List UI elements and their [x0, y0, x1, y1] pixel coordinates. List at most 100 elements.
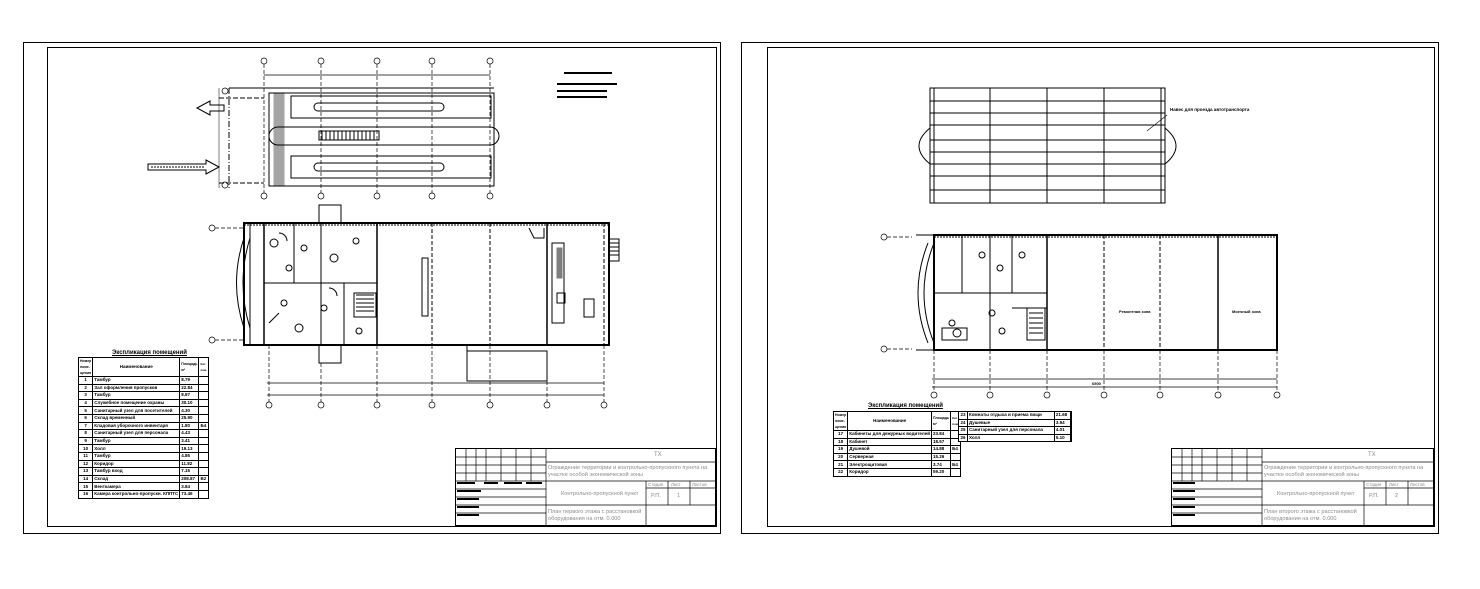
explication-cell-number: 15 — [79, 482, 94, 491]
explication-cell-category — [198, 437, 210, 446]
explication-cell-name: Служебное помещение охраны — [92, 399, 181, 408]
explication-cell-name: Тамбур — [92, 437, 181, 446]
explication-cell-area: 208.87 — [179, 475, 200, 484]
explication-cell-number: 14 — [79, 475, 94, 484]
title-block-2-grid — [1172, 449, 1433, 525]
explication-cell-area: 3.74 — [931, 460, 952, 469]
building-axes — [208, 224, 608, 409]
explication-cell-name: Санитарный узел для персонала — [967, 426, 1055, 435]
explication-cell-name: Зал оформления пропусков — [92, 384, 181, 393]
title-block-sheet-value: 1 — [677, 493, 681, 499]
explication-cell-area: 18.57 — [931, 438, 952, 447]
explication-cell-number: 10 — [79, 444, 94, 453]
explication-table: Номер поме-щения Наименование Площадь м²… — [78, 357, 210, 499]
canopy-note: Навес для проезда автотранспорта — [1170, 107, 1250, 112]
explication-title: Экспликация помещений — [112, 350, 187, 356]
explication-cell-area: 5.10 — [1054, 434, 1072, 443]
explication-cell-area: 4.85 — [179, 452, 200, 461]
explication-cell-area: 73.46 — [179, 490, 200, 499]
explication-cell-number: 12 — [79, 460, 94, 469]
explication-header-number: Номер поме-щения — [79, 358, 94, 377]
drawing-sheet-2[interactable]: Навес для проезда автотранспорта Ремонтн… — [741, 42, 1439, 534]
explication-table-2: Номер поме-щения Наименование Площадь м²… — [833, 411, 961, 477]
sheet-1-drawing — [147, 57, 620, 409]
explication-cell-number: 1 — [79, 376, 94, 385]
drawing-sheet-1[interactable]: Экспликация помещений Номер поме-щения Н… — [23, 42, 721, 534]
explication-cell-number: 17 — [834, 430, 849, 439]
title-block-sheet-header: Лист — [671, 482, 681, 487]
explication-cell-name: Кабинеты для дежурных водителей — [847, 430, 932, 439]
explication-cell-area: 7.15 — [179, 467, 200, 476]
explication-cell-category — [198, 467, 210, 476]
explication-cell-area: 23.84 — [931, 430, 952, 439]
title-block-project: Ограждение территории и контрольно-пропу… — [548, 465, 708, 478]
explication-cell-name: Тамбур — [92, 376, 181, 385]
explication-cell-area: 19.13 — [179, 444, 200, 453]
explication-cell-area: 8.87 — [179, 391, 200, 400]
explication-cell-name: Душевые — [967, 419, 1055, 428]
explication-cell-name: Санитарный узел для посетителей — [92, 406, 181, 415]
explication-cell-name: Серверная — [847, 453, 932, 462]
explication-cell-number: 11 — [79, 452, 94, 461]
explication-cell-name: Холл — [92, 444, 181, 453]
room-label-washing: Моечный зона — [1232, 309, 1261, 314]
explication-cell-area: 59.20 — [931, 468, 952, 477]
explication-cell-name: Электрощитовая — [847, 460, 932, 469]
explication-cell-number: 2 — [79, 384, 94, 393]
explication-cell-category — [198, 460, 210, 469]
title-block-2-sheets-header: Листов — [1410, 482, 1425, 487]
explication-cell-area: 8.79 — [179, 376, 200, 385]
explication-cell-name: Тамбур вход — [92, 467, 181, 476]
explication-cell-category — [198, 391, 210, 400]
explication-cell-category — [198, 490, 210, 499]
sheet-2-inner-frame — [767, 47, 1435, 527]
title-block-2-sheet-header: Лист — [1389, 482, 1399, 487]
explication-cell-name: Камера контрольно-пропускн. КППТС — [92, 490, 181, 499]
explication-cell-number: 5 — [79, 406, 94, 415]
title-block: ТХ Ограждение территории и контрольно-пр… — [455, 448, 716, 526]
explication-cell-category: Б4 — [198, 422, 210, 431]
explication-2-header-area: Площадь м² — [931, 412, 952, 431]
explication-cell-number: 18 — [834, 438, 849, 447]
explication-cell-area: 25.90 — [179, 414, 200, 423]
explication-cell-name: Тамбур — [92, 452, 181, 461]
explication-cell-number: 21 — [834, 460, 849, 469]
title-block-2-project: Ограждение территории и контрольно-пропу… — [1264, 465, 1424, 478]
explication-cell-area: 4.30 — [179, 406, 200, 415]
explication-cell-area: 3.41 — [179, 437, 200, 446]
explication-cell-area: 3.84 — [179, 482, 200, 491]
explication-cell-category: Б4 — [950, 460, 961, 469]
explication-cell-category — [198, 429, 210, 438]
explication-cell-name: Душевой — [847, 445, 932, 454]
explication-cell-area: 1.80 — [179, 422, 200, 431]
title-block-stage-value: Р.П. — [651, 493, 661, 499]
sheet-1-inner-frame — [47, 47, 717, 527]
explication-cell-category — [198, 452, 210, 461]
title-block-2-object: Контрольно-пропускной пункт — [1277, 491, 1355, 497]
explication-cell-category — [950, 468, 961, 477]
sheet-2-drawing — [880, 87, 1281, 399]
explication-cell-area: 30.10 — [179, 399, 200, 408]
title-block-stage-header: Стадия — [648, 482, 664, 487]
title-block-2-code: ТХ — [1368, 452, 1376, 458]
explication-cell-category — [950, 453, 961, 462]
explication-header-name: Наименование — [92, 358, 181, 377]
explication-cell-number: 20 — [834, 453, 849, 462]
title-block-2-drawing: План второго этажа с расстановкой оборуд… — [1264, 509, 1357, 522]
explication-2-header-name: Наименование — [847, 412, 932, 431]
explication-title-2: Экспликация помещений — [868, 403, 943, 409]
explication-cell-number: 7 — [79, 422, 94, 431]
second-floor-axes — [880, 233, 1281, 399]
